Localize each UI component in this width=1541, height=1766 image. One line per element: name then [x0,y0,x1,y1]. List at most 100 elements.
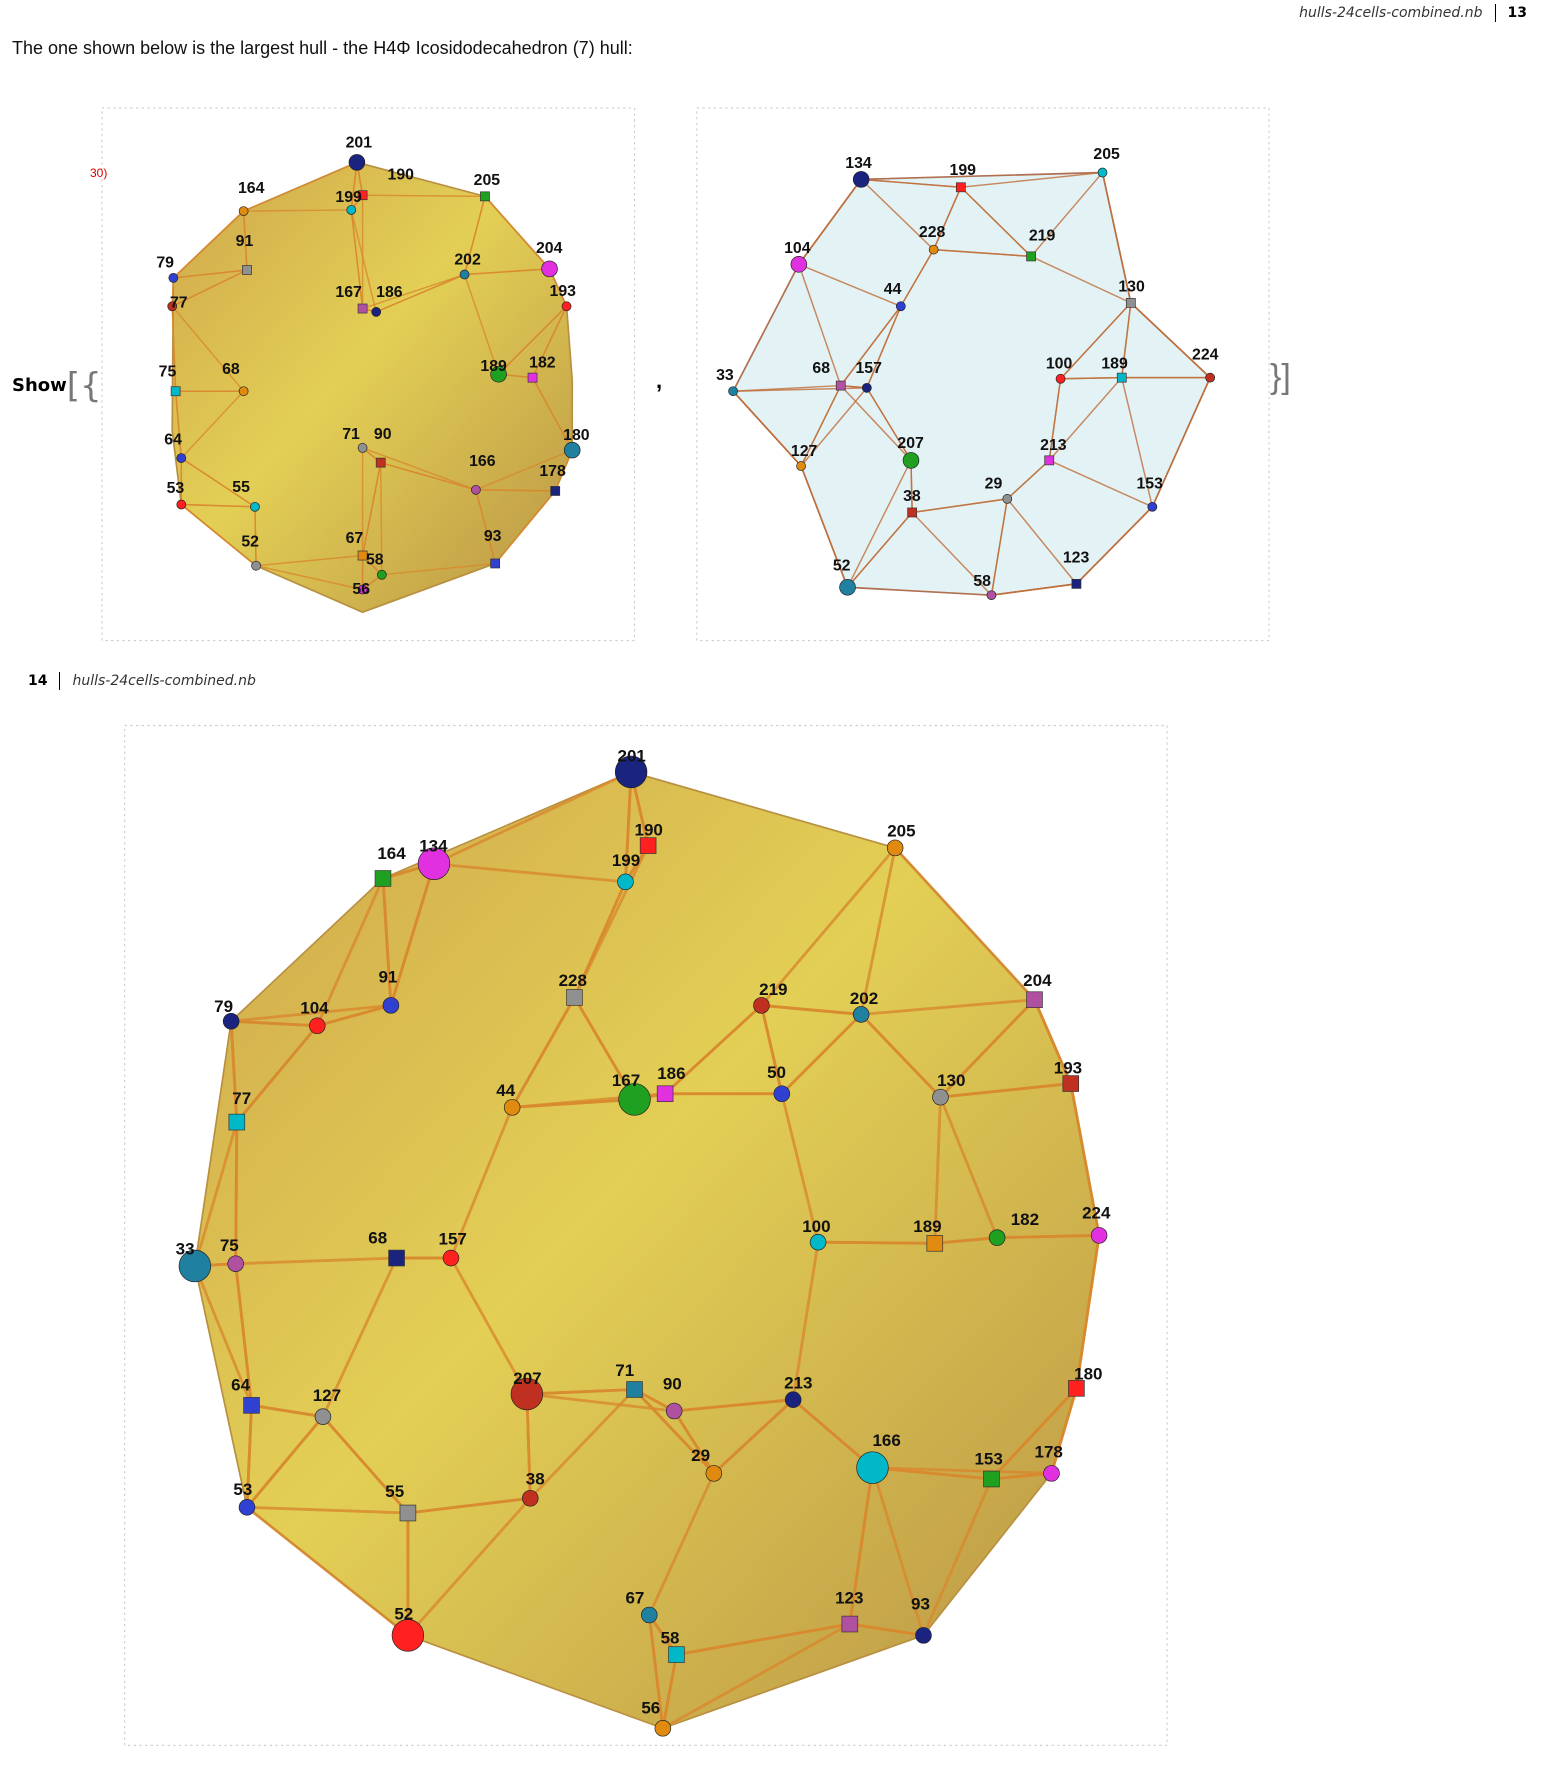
vertex-50[interactable]: 50 [767,1063,791,1103]
vertex-91[interactable]: 91 [236,233,254,275]
vertex-166[interactable]: 166 [856,1431,901,1484]
vertex-178[interactable]: 178 [539,463,566,496]
vertex-56[interactable]: 56 [641,1699,672,1737]
vertex-164[interactable]: 164 [238,180,265,216]
vertex-199[interactable]: 199 [950,162,977,193]
vertex-38[interactable]: 38 [903,488,921,518]
vertex-219[interactable]: 219 [753,980,788,1014]
vertex-199[interactable]: 199 [612,851,640,891]
vertex-79[interactable]: 79 [156,255,179,283]
vertex-134[interactable]: 134 [845,155,872,188]
vertex-186[interactable]: 186 [371,284,403,317]
vertex-29[interactable]: 29 [691,1446,723,1482]
vertex-130[interactable]: 130 [1118,279,1145,308]
vertex-71[interactable]: 71 [615,1361,643,1398]
vertex-182[interactable]: 182 [988,1210,1039,1246]
top-right-hull-plot[interactable]: 134 199 205 228 219 104 44 130 224 33 68 157 100 189 1… [696,107,1270,642]
vertex-224[interactable]: 224 [1192,347,1219,383]
vertex-189[interactable]: 189 [480,358,507,383]
vertex-53[interactable]: 53 [167,480,187,510]
vertex-224[interactable]: 224 [1082,1203,1111,1244]
vertex-213[interactable]: 213 [1040,437,1067,466]
vertex-166[interactable]: 166 [469,453,496,495]
vertex-52[interactable]: 52 [241,533,261,571]
vertex-93[interactable]: 93 [484,528,502,569]
vertex-44[interactable]: 44 [496,1081,521,1116]
vertex-77[interactable]: 77 [228,1089,251,1131]
vertex-167[interactable]: 167 [335,284,368,314]
vertex-33[interactable]: 33 [716,367,738,397]
vertex-33[interactable]: 33 [176,1240,212,1283]
vertex-75[interactable]: 75 [159,364,181,397]
vertex-201[interactable]: 201 [346,135,373,171]
vertex-157[interactable]: 157 [439,1229,467,1267]
vertex-68[interactable]: 68 [368,1228,405,1267]
vertex-91[interactable]: 91 [378,968,400,1014]
vertex-190[interactable]: 190 [635,820,663,854]
vertex-100[interactable]: 100 [1046,356,1073,384]
vertex-202[interactable]: 202 [850,989,878,1023]
vertex-178[interactable]: 178 [1035,1442,1063,1482]
vertex-189[interactable]: 189 [913,1217,944,1252]
vertex-71[interactable]: 71 [342,426,368,453]
vertex-219[interactable]: 219 [1026,228,1056,262]
vertex-55[interactable]: 55 [385,1482,417,1522]
vertex-52[interactable]: 52 [391,1605,425,1652]
vertex-55[interactable]: 55 [232,479,260,512]
vertex-193[interactable]: 193 [1054,1058,1082,1092]
vertex-104[interactable]: 104 [784,240,811,273]
vertex-58[interactable]: 58 [973,573,997,601]
vertex-104[interactable]: 104 [300,998,329,1035]
vertex-228[interactable]: 228 [559,971,587,1006]
vertex-204[interactable]: 204 [536,240,563,278]
vertex-75[interactable]: 75 [220,1236,244,1272]
vertex-38[interactable]: 38 [522,1470,545,1507]
vertex-44[interactable]: 44 [884,281,906,312]
vertex-153[interactable]: 153 [974,1449,1003,1488]
vertex-90[interactable]: 90 [374,426,392,468]
vertex-205[interactable]: 205 [1093,146,1120,178]
vertex-167[interactable]: 167 [612,1071,651,1116]
vertex-123[interactable]: 123 [1063,549,1090,589]
vertex-164[interactable]: 164 [374,844,406,887]
vertex-157[interactable]: 157 [855,360,882,393]
vertex-205[interactable]: 205 [886,822,916,857]
vertex-127[interactable]: 127 [791,443,818,471]
vertex-207[interactable]: 207 [510,1369,544,1411]
vertex-186[interactable]: 186 [656,1064,686,1103]
vertex-90[interactable]: 90 [663,1374,683,1420]
vertex-190[interactable]: 190 [357,166,414,201]
vertex-201[interactable]: 201 [614,747,648,789]
vertex-199[interactable]: 199 [335,189,362,215]
vertex-53[interactable]: 53 [233,1480,256,1516]
vertex-193[interactable]: 193 [550,283,577,312]
vertex-180[interactable]: 180 [1068,1364,1103,1397]
vertex-77[interactable]: 77 [167,294,188,311]
vertex-204[interactable]: 204 [1023,971,1052,1008]
vertex-228[interactable]: 228 [919,224,946,255]
vertex-29[interactable]: 29 [985,476,1013,504]
vertex-213[interactable]: 213 [784,1373,812,1408]
vertex-207[interactable]: 207 [897,435,924,469]
vertex-56[interactable]: 56 [352,581,370,598]
vertex-67[interactable]: 67 [346,530,368,561]
vertex-205[interactable]: 205 [474,172,501,202]
vertex-93[interactable]: 93 [911,1594,932,1644]
vertex-58[interactable]: 58 [661,1628,685,1663]
vertex-180[interactable]: 180 [563,427,590,459]
vertex-64[interactable]: 64 [164,431,187,463]
vertex-52[interactable]: 52 [833,557,856,596]
vertex-79[interactable]: 79 [214,997,240,1030]
vertex-68[interactable]: 68 [812,360,846,391]
vertex-182[interactable]: 182 [527,354,556,383]
vertex-123[interactable]: 123 [835,1589,863,1633]
vertex-189[interactable]: 189 [1101,356,1128,383]
vertex-202[interactable]: 202 [454,251,481,280]
vertex-58[interactable]: 58 [366,552,387,580]
vertex-100[interactable]: 100 [802,1217,831,1251]
vertex-153[interactable]: 153 [1136,476,1163,512]
vertex-64[interactable]: 64 [231,1376,260,1414]
vertex-68[interactable]: 68 [222,361,249,397]
